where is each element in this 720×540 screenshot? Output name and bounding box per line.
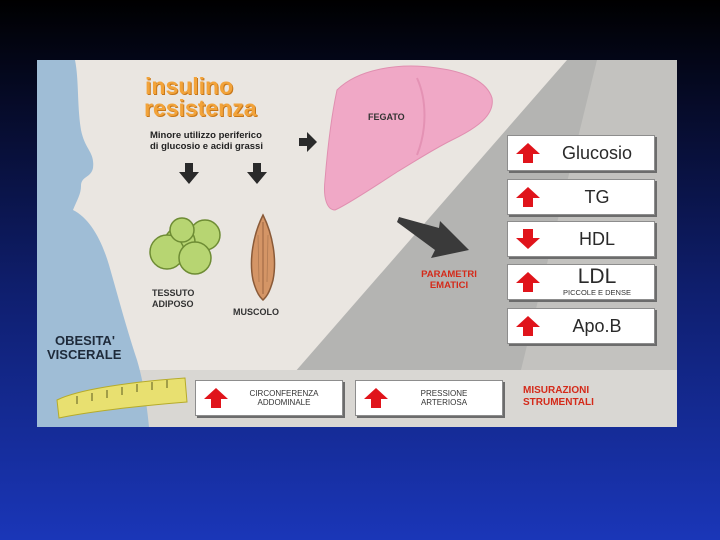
- arrow-right-icon: [299, 132, 317, 152]
- subtitle-line-2: di glucosio e acidi grassi: [150, 141, 263, 152]
- measurement-box-pressione: PRESSIONE ARTERIOSA: [355, 380, 503, 416]
- parameter-box-tg: TG: [507, 179, 655, 215]
- muscle-label: MUSCOLO: [233, 307, 279, 317]
- measurement-box-circonferenza: CIRCONFERENZA ADDOMINALE: [195, 380, 343, 416]
- measurement-label-line-1: PRESSIONE: [420, 389, 468, 398]
- title-line-2: resistenza: [144, 95, 257, 121]
- measuring-tape-icon: [56, 377, 188, 419]
- muscle-icon: [250, 213, 276, 302]
- adipose-label-line-1: TESSUTO: [152, 288, 195, 298]
- arrow-up-icon: [516, 187, 540, 207]
- adipose-label-line-2: ADIPOSO: [152, 299, 194, 309]
- arrow-down-icon: [247, 163, 267, 184]
- arrow-diagonal-icon: [397, 217, 469, 258]
- arrow-down-icon: [179, 163, 199, 184]
- measurement-label-line-1: CIRCONFERENZA: [249, 389, 319, 398]
- parameter-box-hdl: HDL: [507, 221, 655, 257]
- measurement-label-line-2: ARTERIOSA: [420, 398, 468, 407]
- parameter-label: TG: [584, 187, 610, 207]
- arrow-up-icon: [364, 388, 388, 408]
- measurements-label-line-2: STRUMENTALI: [523, 397, 594, 408]
- parameter-note: PICCOLE E DENSE: [563, 288, 631, 297]
- diagram-panel: insulino resistenza Minore utilizzo peri…: [37, 60, 677, 427]
- subtitle-line-1: Minore utilizzo periferico: [150, 130, 262, 141]
- liver-label: FEGATO: [368, 112, 405, 122]
- silhouette-icon: [37, 60, 149, 427]
- parameter-label: HDL: [578, 229, 615, 249]
- parameter-box-glucosio: Glucosio: [507, 135, 655, 171]
- liver-icon: [324, 65, 493, 211]
- parameters-label-line-2: EMATICI: [429, 280, 469, 291]
- arrow-down-icon: [516, 229, 540, 249]
- parameter-label: LDL: [577, 265, 617, 288]
- parameter-box-ldl: LDL PICCOLE E DENSE: [507, 264, 655, 300]
- parameter-label: Glucosio: [561, 143, 633, 163]
- adipose-tissue-icon: [149, 217, 221, 275]
- obesity-label-line-1: OBESITA': [55, 333, 115, 348]
- parameter-box-apob: Apo.B: [507, 308, 655, 344]
- arrow-up-icon: [204, 388, 228, 408]
- arrow-up-icon: [516, 272, 540, 292]
- parameters-label-line-1: PARAMETRI: [421, 269, 477, 280]
- measurement-label-line-2: ADDOMINALE: [257, 398, 311, 407]
- arrow-up-icon: [516, 316, 540, 336]
- parameter-label: Apo.B: [572, 316, 622, 336]
- measurements-label-line-1: MISURAZIONI: [523, 385, 590, 396]
- arrow-up-icon: [516, 143, 540, 163]
- title-line-1: insulino: [145, 73, 234, 99]
- obesity-label-line-2: VISCERALE: [47, 347, 122, 362]
